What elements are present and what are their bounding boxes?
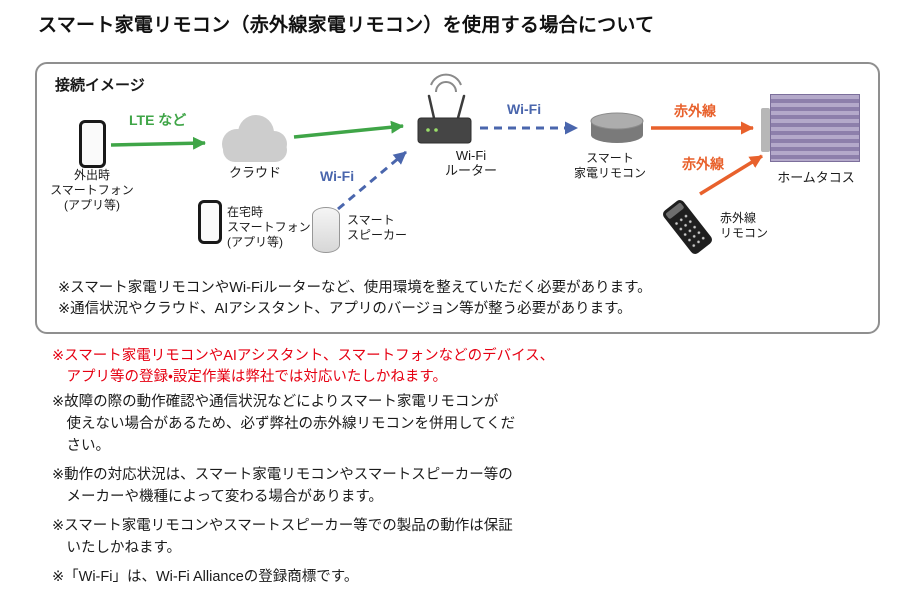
- blinds-bracket-icon: [761, 108, 770, 152]
- diagram-note: ※スマート家電リモコンやWi-Fiルーターなど、使用環境を整えていただく必要があ…: [58, 280, 652, 296]
- smartphone-home-label: 在宅時 スマートフォン (アプリ等): [227, 205, 311, 249]
- cloud-label: クラウド: [228, 165, 281, 180]
- smartphone-out-label: 外出時 スマートフォン (アプリ等): [50, 168, 134, 212]
- ir-remote-label: 赤外線 リモコン: [720, 211, 769, 240]
- smartphone-home-icon: [198, 200, 222, 244]
- note-item: ※故障の際の動作確認や通信状況などによりスマート家電リモコンが 使えない場合があ…: [52, 394, 516, 454]
- wifi-speaker-label: Wi-Fi: [320, 168, 355, 184]
- page-title: スマート家電リモコン（赤外線家電リモコン）を使用する場合について: [38, 15, 655, 36]
- notes-list: ※故障の際の動作確認や通信状況などによりスマート家電リモコンが 使えない場合があ…: [52, 391, 672, 595]
- blinds-icon: [770, 94, 860, 162]
- smart-speaker-label: スマート スピーカー: [347, 213, 408, 242]
- smart-speaker-icon: [312, 207, 340, 253]
- red-warning-note: ※スマート家電リモコンやAIアシスタント、スマートフォンなどのデバイス、 アプリ…: [52, 348, 555, 385]
- arrow-infrared-handset-to-blinds: [699, 154, 763, 196]
- router-label: Wi-Fi ルーター: [444, 148, 497, 178]
- cloud-icon: [222, 115, 287, 162]
- note-item: ※動作の対応状況は、スマート家電リモコンやスマートスピーカー等の メーカーや機種…: [52, 467, 513, 505]
- connection-diagram: 接続イメージ 外出時 スマートフォン (アプリ等) LTE など クラウド Wi…: [35, 62, 880, 334]
- smart-remote-label: スマート 家電リモコン: [573, 151, 646, 180]
- wifi-router-icon: [417, 73, 472, 144]
- diagram-note: ※通信状況やクラウド、AIアシスタント、アプリのバージョン等が整う必要があります…: [58, 301, 632, 317]
- arrow-wifi-speaker-to-router: [337, 150, 407, 211]
- infrared-top-label: 赤外線: [674, 103, 716, 119]
- diagram-notes: ※スマート家電リモコンやWi-Fiルーターなど、使用環境を整えていただく必要があ…: [58, 278, 652, 320]
- smartphone-out-icon: [79, 120, 106, 168]
- diagram-heading: 接続イメージ: [55, 77, 145, 94]
- wifi-remote-label: Wi-Fi: [507, 101, 542, 117]
- infrared-bottom-label: 赤外線: [682, 156, 724, 172]
- lte-label: LTE など: [129, 112, 187, 128]
- note-item: ※「Wi-Fi」は、Wi-Fi Allianceの登録商標です。: [52, 569, 359, 585]
- note-item: ※スマート家電リモコンやスマートスピーカー等での製品の動作は保証 いたしかねます…: [52, 518, 513, 556]
- blinds-label: ホームタコス: [777, 170, 855, 185]
- diagram-graphics: [110, 73, 763, 211]
- smart-remote-puck-icon: [590, 112, 644, 143]
- arrow-cloud-to-router: [293, 120, 404, 139]
- arrow-lte: [110, 136, 206, 150]
